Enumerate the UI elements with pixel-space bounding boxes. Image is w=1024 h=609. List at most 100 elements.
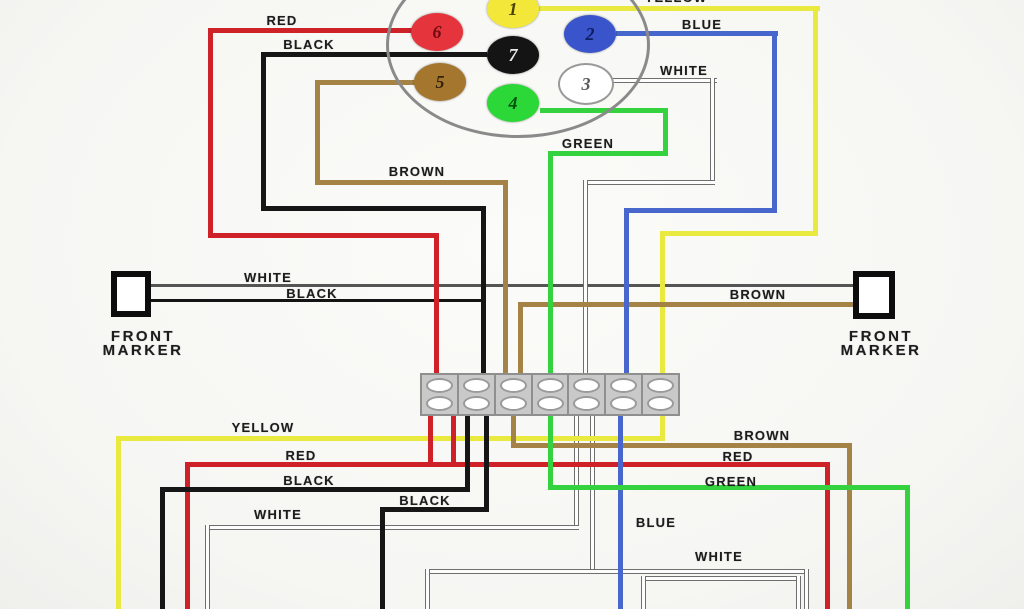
wire-label-blue: BLUE [681, 17, 723, 32]
wire-segment [261, 206, 486, 211]
front-marker-right-label-line2: MARKER [840, 342, 922, 359]
wire-segment [205, 525, 210, 609]
wire-segment [641, 576, 801, 581]
wire-label-black: BLACK [283, 37, 335, 52]
terminal-column [533, 375, 570, 414]
terminal-contact [462, 396, 490, 411]
wire-segment [205, 525, 579, 530]
wire-segment [481, 206, 486, 376]
wire-segment [380, 507, 385, 609]
wire-segment [612, 78, 717, 83]
wire-segment [208, 233, 439, 238]
terminal-contact [425, 378, 453, 393]
pin-number: 1 [508, 0, 518, 19]
wire-segment [434, 233, 439, 376]
wire-segment [624, 208, 777, 213]
terminal-block [420, 373, 680, 416]
wire-segment [116, 436, 121, 609]
front-marker-left-label-line1: FRONT [110, 328, 176, 345]
wire-label-white: WHITE [660, 63, 708, 78]
wire-segment [465, 414, 470, 492]
wire-segment [160, 487, 165, 609]
wire-segment [425, 569, 809, 574]
wire-segment [150, 299, 486, 302]
wire-segment [548, 414, 553, 490]
wire-segment [317, 80, 417, 85]
wire-segment [428, 414, 433, 467]
terminal-column [422, 375, 459, 414]
pin-number: 3 [581, 73, 591, 94]
wire-segment [520, 302, 857, 307]
wire-segment [624, 208, 629, 376]
terminal-contact [499, 378, 527, 393]
wire-segment [585, 180, 715, 185]
wire-segment [503, 180, 508, 376]
wire-segment [590, 414, 595, 574]
front-marker-right-box [853, 271, 895, 319]
wire-segment [518, 302, 523, 376]
pin-2: 2 [564, 15, 616, 53]
wire-label-top-cut: YELLOW [645, 0, 708, 5]
wire-segment [825, 462, 830, 609]
pin-4: 4 [487, 84, 539, 122]
terminal-contact [610, 378, 638, 393]
wire-segment [511, 414, 516, 448]
pin-number: 6 [432, 21, 442, 42]
wire-label-marker-white: WHITE [244, 270, 292, 285]
wire-segment [315, 180, 508, 185]
terminal-column [496, 375, 533, 414]
wire-label-bottom-white-left: WHITE [254, 507, 302, 522]
wire-segment [380, 507, 489, 512]
terminal-column [459, 375, 496, 414]
wire-label-bottom-red-right: RED [722, 449, 754, 464]
wire-segment [772, 31, 777, 213]
terminal-contact [610, 396, 638, 411]
wire-segment [116, 436, 665, 441]
terminal-contact [573, 396, 601, 411]
wire-segment [662, 231, 818, 236]
wire-segment [796, 576, 801, 609]
terminal-contact [499, 396, 527, 411]
wire-segment [663, 108, 668, 156]
terminal-contact [425, 396, 453, 411]
wire-segment [210, 28, 413, 33]
wire-segment [548, 151, 668, 156]
wire-label-marker-brown: BROWN [729, 287, 787, 302]
pin-number: 2 [585, 23, 595, 44]
terminal-column [606, 375, 644, 414]
wire-segment [618, 414, 623, 609]
wire-label-bottom-white-right: WHITE [695, 549, 743, 564]
wire-segment [548, 485, 910, 490]
wire-segment [548, 151, 553, 376]
wire-label-brown: BROWN [388, 164, 446, 179]
wire-label-marker-black: BLACK [286, 286, 338, 301]
wire-segment [660, 414, 665, 441]
wire-segment [847, 443, 852, 609]
wire-label-red: RED [266, 13, 298, 28]
wire-segment [511, 443, 852, 448]
wire-segment [185, 462, 830, 467]
pin-7: 7 [487, 36, 539, 74]
terminal-contact [536, 378, 564, 393]
terminal-column [643, 375, 678, 414]
terminal-contact [647, 396, 675, 411]
wire-label-bottom-brown-right: BROWN [733, 428, 791, 443]
terminal-contact [536, 396, 564, 411]
front-marker-left-box [111, 271, 151, 317]
wire-segment [425, 569, 430, 609]
wire-label-bottom-blue: BLUE [635, 515, 677, 530]
wire-label-bottom-yellow: YELLOW [231, 420, 295, 435]
wire-label-bottom-red-left: RED [285, 448, 317, 463]
wire-label-bottom-black-left: BLACK [283, 473, 335, 488]
wire-segment [484, 414, 489, 512]
wire-label-bottom-green-right: GREEN [704, 474, 758, 489]
wire-segment [710, 78, 715, 185]
wire-segment [261, 52, 266, 211]
wire-segment [813, 6, 818, 235]
pin-number: 4 [508, 92, 518, 113]
wire-segment [804, 569, 809, 609]
pin-5: 5 [414, 63, 466, 101]
front-marker-left-label-line2: MARKER [102, 342, 184, 359]
front-marker-right-label-line1: FRONT [848, 328, 914, 345]
wire-segment [263, 52, 487, 57]
